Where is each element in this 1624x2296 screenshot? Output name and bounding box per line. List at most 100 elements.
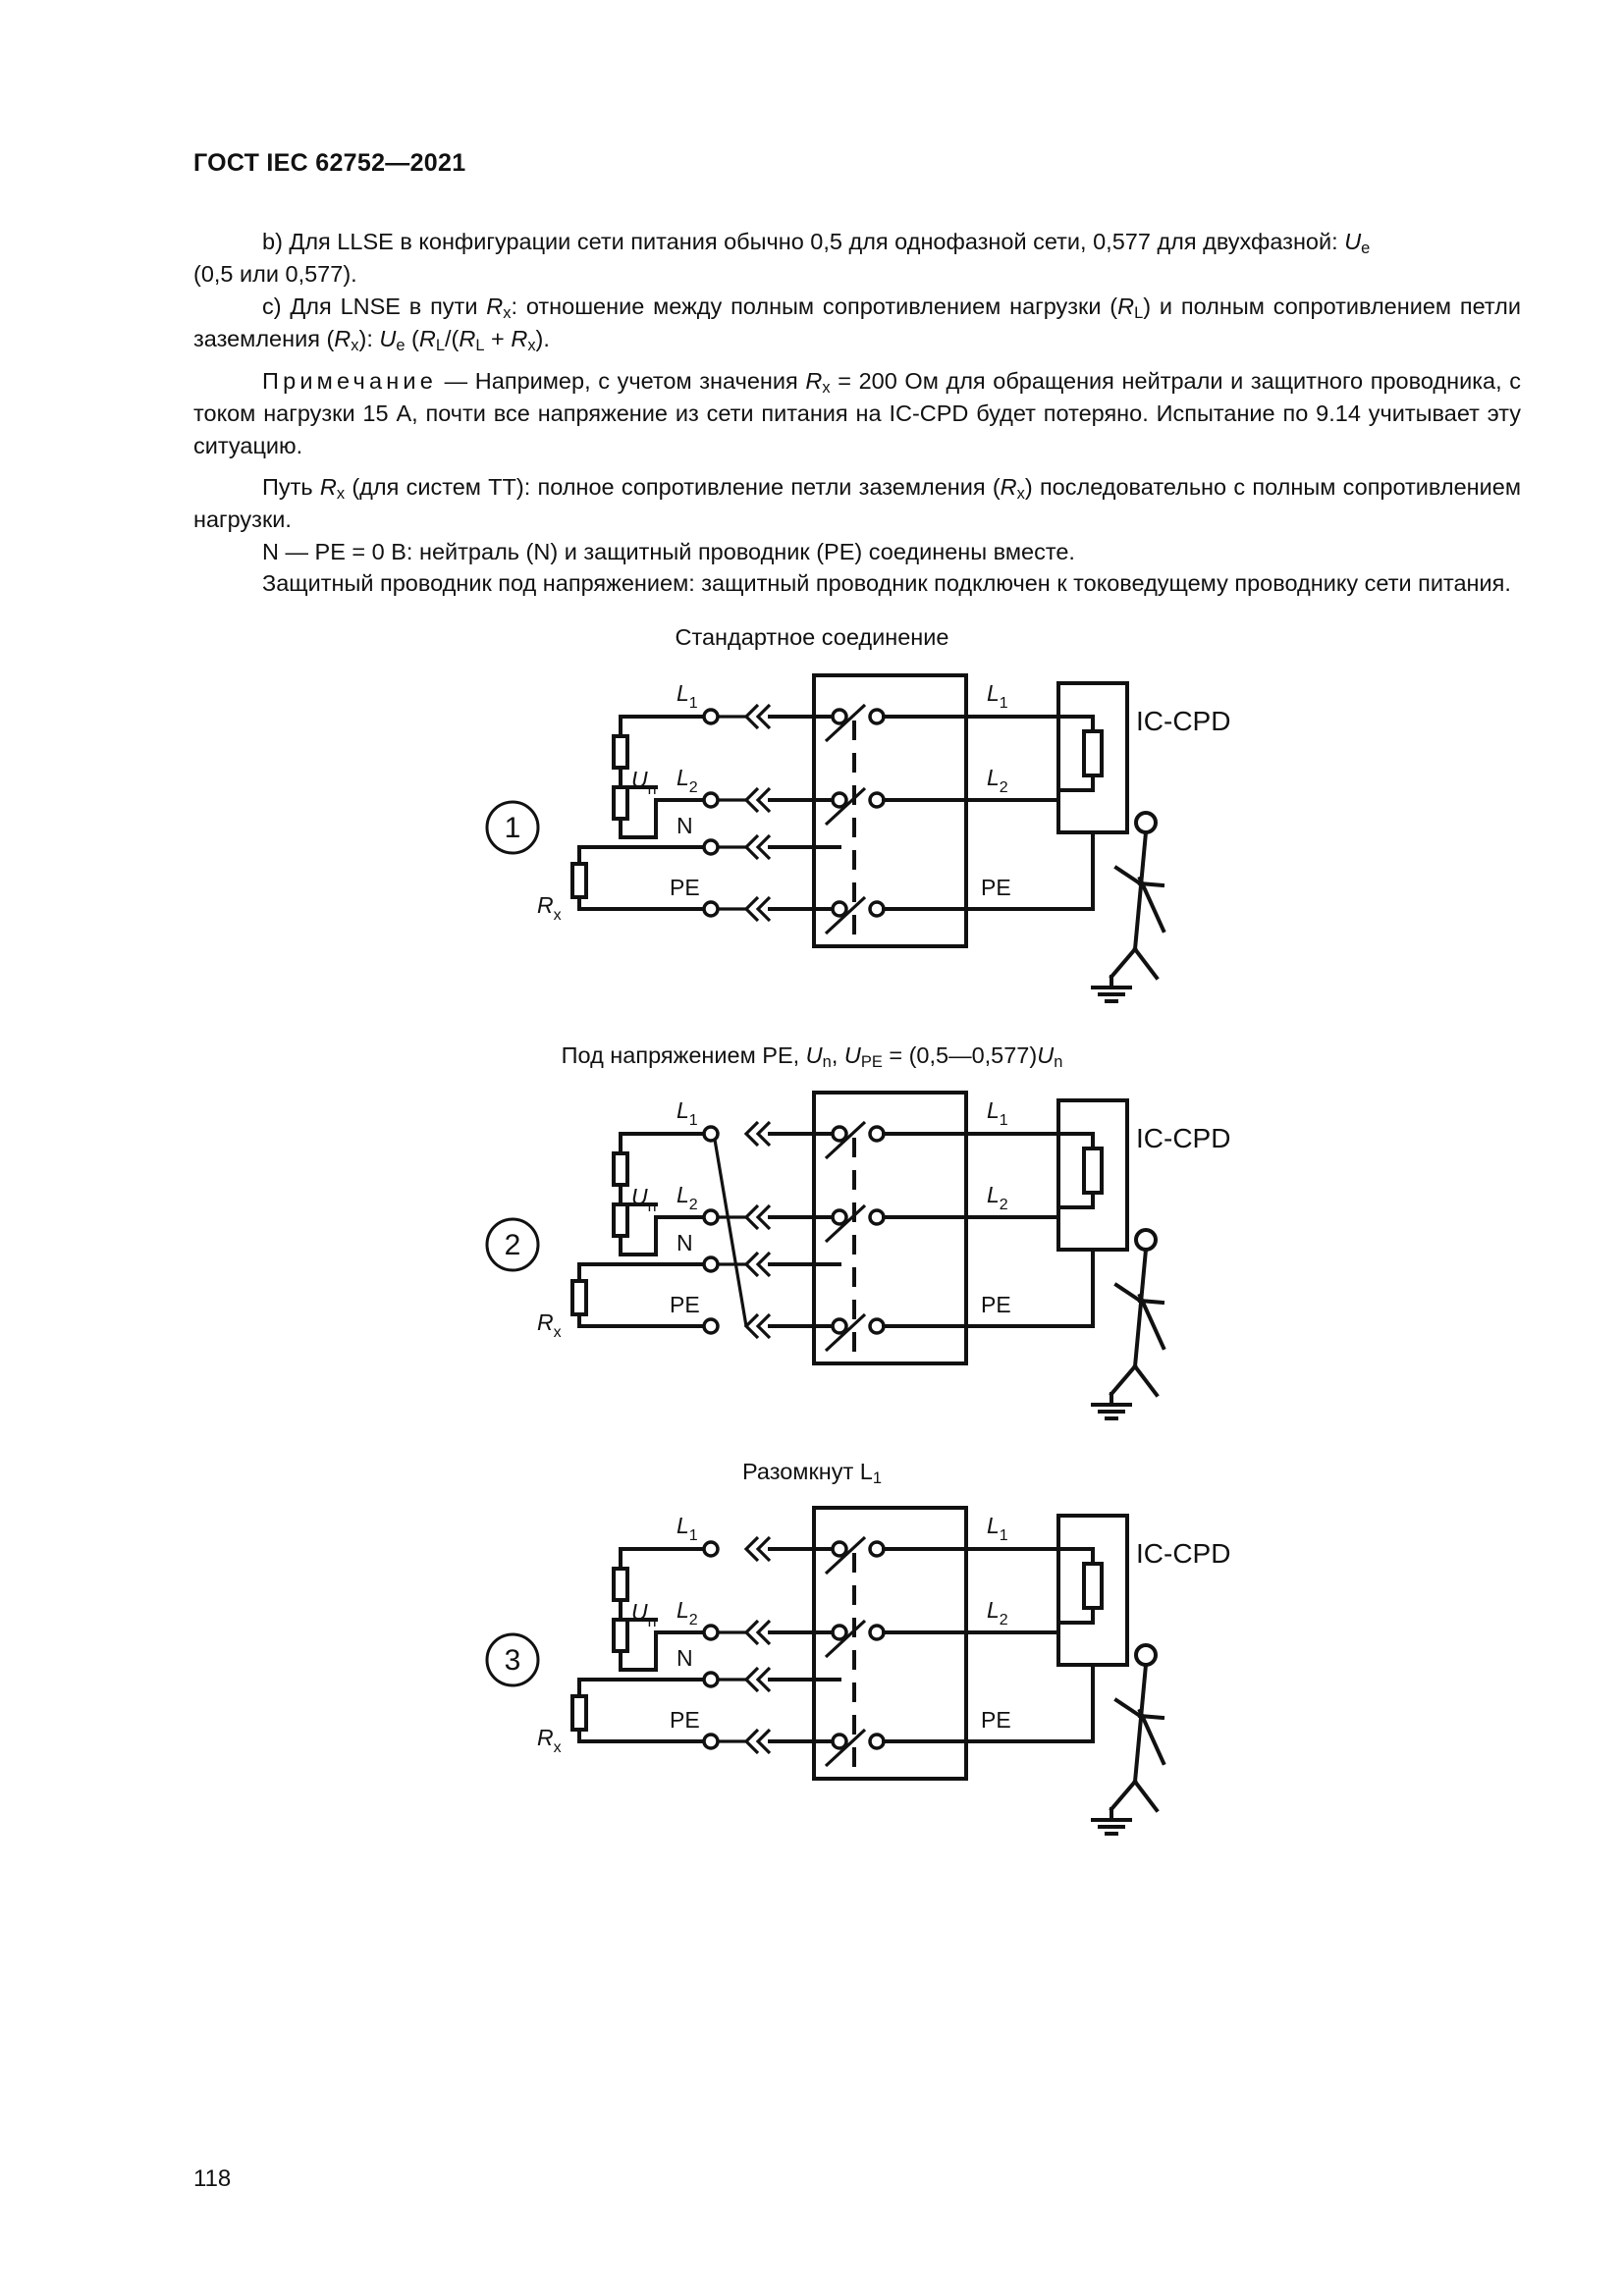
resistor xyxy=(612,785,629,821)
device-label: IC-CPD xyxy=(1136,1538,1230,1569)
label-L1-load: L1 xyxy=(987,680,1008,712)
label-PE-load: PE xyxy=(981,1707,1011,1733)
document-header: ГОСТ IEC 62752—2021 xyxy=(193,149,466,177)
terminal xyxy=(702,900,720,918)
label-Un: Un xyxy=(631,1599,657,1630)
person-body xyxy=(1132,829,1149,952)
paragraph-b-text: b) Для LLSE в конфигурации сети питания … xyxy=(262,229,1345,254)
plug-chevron xyxy=(755,1203,772,1231)
label-L1-load: L1 xyxy=(987,1097,1008,1129)
switch-box xyxy=(812,673,968,948)
terminal xyxy=(868,1540,886,1558)
paragraph-c: c) Для LNSE в пути Rx: отношение между п… xyxy=(193,294,1521,354)
label-L1-supply: L1 xyxy=(677,1513,698,1544)
resistor xyxy=(612,1618,629,1653)
label-PE-load: PE xyxy=(981,875,1011,900)
person-body xyxy=(1132,1247,1149,1369)
load-resistor xyxy=(1082,1147,1104,1195)
diagram-number: 2 xyxy=(505,1229,521,1261)
person-head-icon xyxy=(1134,1228,1158,1252)
plug-chevron xyxy=(755,895,772,923)
label-L1-load: L1 xyxy=(987,1513,1008,1544)
plug-chevron xyxy=(755,1619,772,1646)
terminal xyxy=(868,1208,886,1226)
terminal xyxy=(702,1317,720,1335)
load-resistor xyxy=(1082,729,1104,777)
person-leg xyxy=(1109,1779,1138,1812)
switch-contact xyxy=(824,1312,867,1353)
switch-contact xyxy=(824,703,867,743)
label-L1-supply: L1 xyxy=(677,680,698,712)
diagram-number-badge xyxy=(485,1217,540,1272)
terminal xyxy=(831,1733,848,1750)
paragraph-npe: N — PE = 0 В: нейтраль (N) и защитный пр… xyxy=(262,539,1075,564)
label-Rx: Rx xyxy=(537,892,562,924)
figure-caption-2: Под напряжением PE, Un, UPE = (0,5—0,577… xyxy=(561,1042,1063,1071)
plug-chevron xyxy=(755,786,772,814)
terminal xyxy=(831,900,848,918)
terminal xyxy=(702,838,720,856)
switch-box xyxy=(812,1091,968,1365)
terminal xyxy=(868,1125,886,1143)
label-PE-supply: PE xyxy=(670,1292,700,1317)
label-N: N xyxy=(677,813,693,838)
person-leg xyxy=(1132,946,1160,981)
person-arm xyxy=(1137,1708,1166,1766)
terminal xyxy=(831,1624,848,1641)
person-arm xyxy=(1113,1697,1143,1719)
paragraph-path: Путь Rx (для систем ТТ): полное сопротив… xyxy=(193,474,1521,532)
label-L1-supply: L1 xyxy=(677,1097,698,1129)
diagram-number: 3 xyxy=(505,1644,521,1677)
note-paragraph: Примечание — Например, с учетом значения… xyxy=(193,368,1521,458)
person-body xyxy=(1132,1662,1149,1785)
terminal xyxy=(868,1624,886,1641)
diagram-number: 1 xyxy=(505,812,521,844)
terminal xyxy=(831,1208,848,1226)
diagram-number-badge xyxy=(485,1632,540,1687)
label-L2-supply: L2 xyxy=(677,1597,698,1629)
switch-contact xyxy=(824,1203,867,1244)
resistor xyxy=(570,862,588,899)
paragraph-b: b) Для LLSE в конфигурации сети питания … xyxy=(193,229,1371,287)
person-arm xyxy=(1113,1282,1143,1304)
ic-cpd-box xyxy=(1056,1514,1129,1667)
page-number: 118 xyxy=(193,2165,232,2192)
diagram-number-badge xyxy=(485,800,540,855)
resistor xyxy=(570,1279,588,1316)
resistor xyxy=(612,1151,629,1187)
plug-chevron xyxy=(743,1535,760,1563)
figure-caption-1: Стандартное соединение xyxy=(675,624,949,650)
plug-chevron xyxy=(743,1120,760,1148)
plug-chevron xyxy=(755,1535,772,1563)
terminal xyxy=(868,900,886,918)
terminal xyxy=(831,1125,848,1143)
terminal xyxy=(702,791,720,809)
load-resistor xyxy=(1082,1562,1104,1610)
person-leg xyxy=(1109,1363,1138,1397)
ic-cpd-box xyxy=(1056,681,1129,834)
person-leg xyxy=(1132,1363,1160,1398)
terminal xyxy=(702,708,720,725)
terminal xyxy=(868,1317,886,1335)
figure-caption-3: Разомкнут L1 xyxy=(742,1459,882,1487)
terminal xyxy=(702,1733,720,1750)
label-Un: Un xyxy=(631,767,657,798)
person-leg xyxy=(1132,1779,1160,1813)
device-label: IC-CPD xyxy=(1136,1123,1230,1153)
terminal xyxy=(831,791,848,809)
switch-contact xyxy=(824,895,867,935)
switch-contact xyxy=(824,1728,867,1768)
terminal xyxy=(868,791,886,809)
person-head-icon xyxy=(1134,811,1158,834)
switch-contact xyxy=(824,1619,867,1659)
switch-contact xyxy=(824,786,867,827)
label-L2-supply: L2 xyxy=(677,765,698,796)
label-L2-load: L2 xyxy=(987,1597,1008,1629)
label-PE-supply: PE xyxy=(670,1707,700,1733)
plug-chevron xyxy=(755,1120,772,1148)
terminal xyxy=(702,1208,720,1226)
person-arm xyxy=(1137,1293,1166,1351)
plug-chevron xyxy=(755,1312,772,1340)
